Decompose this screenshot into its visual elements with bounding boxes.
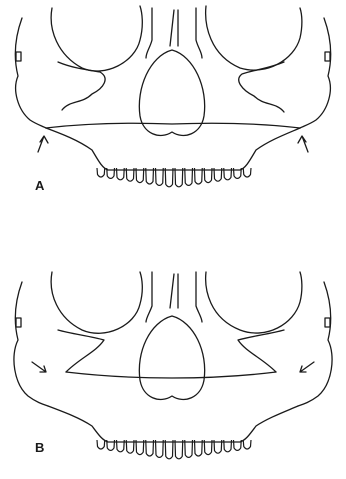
tooth	[243, 440, 251, 449]
left-zygoma-outline	[15, 18, 46, 128]
right-orbital-notch	[325, 52, 330, 61]
right-orbit-outline	[206, 6, 302, 70]
left-orbit-outline	[51, 6, 142, 71]
nasal-aperture	[139, 50, 204, 135]
fracture-line-b	[66, 372, 276, 378]
tooth	[175, 440, 183, 459]
nasal-aperture-b	[139, 316, 204, 399]
le-fort-fracture-line	[46, 123, 300, 128]
teeth-row-b	[97, 440, 251, 459]
left-orbit-outline-b	[51, 272, 142, 333]
maxilla-jaw-outline	[46, 128, 300, 170]
right-orbit-outline-b	[206, 272, 302, 333]
nasal-bone-right	[196, 8, 202, 58]
teeth-row-a	[97, 168, 251, 187]
left-orbital-notch	[16, 52, 21, 61]
tooth	[97, 168, 105, 177]
right-cheek-suture-b	[238, 330, 284, 372]
panel-b-skull-drawing	[14, 272, 332, 459]
right-fracture-arrow-b	[300, 362, 314, 372]
left-fracture-arrow	[38, 136, 48, 152]
nasal-bone-left	[146, 8, 152, 58]
left-cheek-suture-b	[58, 330, 104, 372]
nasal-bone-midline-b	[170, 274, 178, 308]
right-fracture-arrow	[298, 136, 308, 152]
tooth	[97, 440, 105, 449]
tooth	[175, 168, 183, 187]
left-zygoma-outline-b	[14, 282, 48, 406]
right-zygoma-outline-b	[298, 282, 332, 406]
nasal-bone-left-b	[146, 272, 152, 322]
tooth	[165, 168, 173, 187]
left-cheek-suture	[58, 62, 105, 110]
maxilla-jaw-outline-b	[48, 406, 298, 442]
left-orbital-notch-b	[16, 318, 21, 327]
right-orbital-notch-b	[325, 318, 330, 327]
panel-label-a: A	[35, 178, 44, 193]
panel-label-b: B	[35, 440, 44, 455]
nasal-bone-midline	[170, 10, 178, 46]
nasal-bone-right-b	[196, 272, 202, 322]
panel-a-skull-drawing	[15, 6, 330, 187]
tooth	[165, 440, 173, 459]
left-fracture-arrow-b	[32, 362, 46, 372]
tooth	[243, 168, 251, 177]
right-zygoma-outline	[300, 18, 331, 128]
